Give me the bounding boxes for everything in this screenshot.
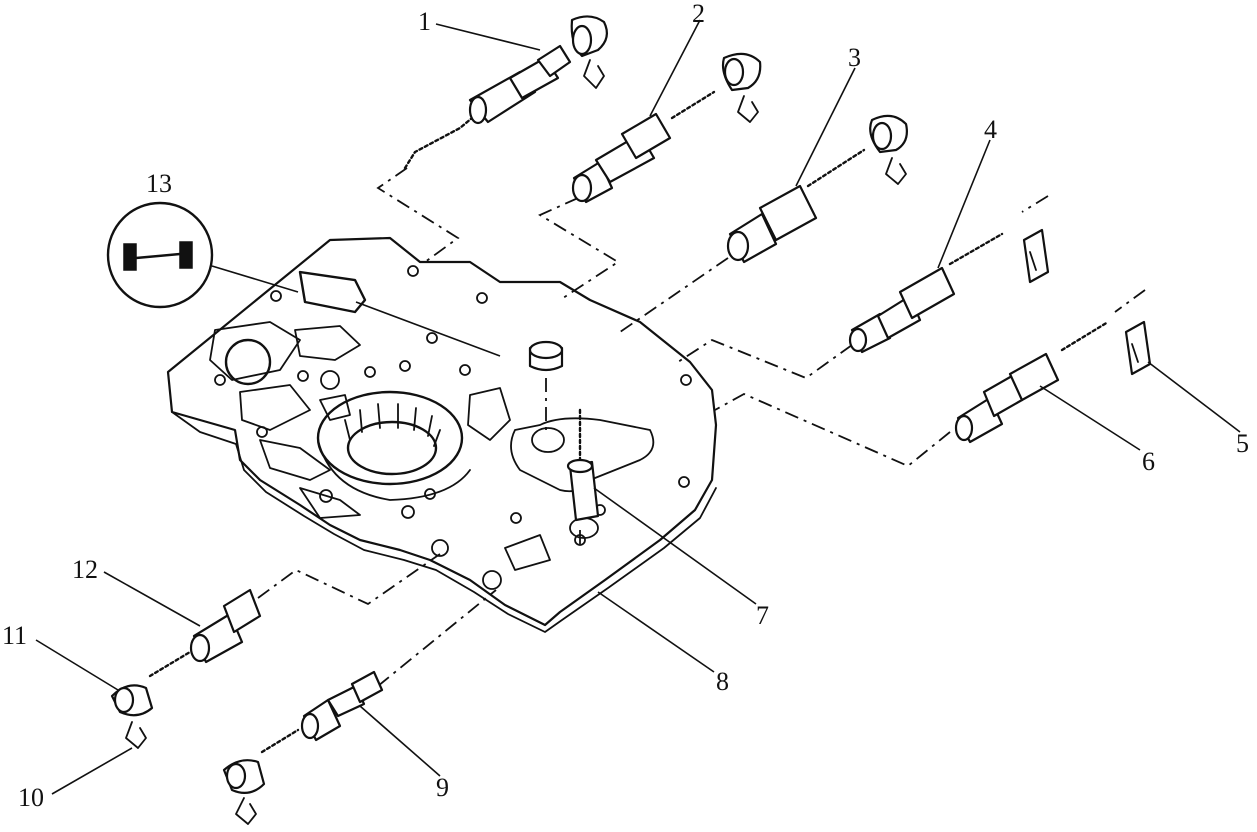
callout-9: 9 <box>436 773 449 802</box>
valve-assembly-1 <box>403 15 609 170</box>
valve-assembly-4 <box>848 228 1050 354</box>
callout-8: 8 <box>716 667 729 696</box>
valve-assembly-7 <box>528 340 600 522</box>
valve-body-plate <box>166 236 718 633</box>
detail-magnifier-13 <box>106 201 299 309</box>
callout-10: 10 <box>18 783 44 812</box>
callout-6: 6 <box>1142 447 1155 476</box>
valve-assembly-2 <box>571 52 762 204</box>
callout-2: 2 <box>692 0 705 28</box>
callout-3: 3 <box>848 43 861 72</box>
valve-assembly-9 <box>222 670 384 825</box>
valve-assembly-12 <box>110 588 262 749</box>
valve-assembly-3 <box>726 114 908 264</box>
valve-assembly-6 <box>954 320 1152 444</box>
callout-13: 13 <box>146 169 172 198</box>
callout-11: 11 <box>2 621 27 650</box>
callout-1: 1 <box>418 7 431 36</box>
callout-12: 12 <box>72 555 98 584</box>
leader-lines <box>35 19 1241 795</box>
callout-4: 4 <box>984 115 997 144</box>
callout-7: 7 <box>756 601 769 630</box>
callout-labels: 1 2 3 4 5 6 7 8 9 10 11 12 13 <box>2 0 1249 812</box>
assembly-axis-lines <box>257 167 1146 687</box>
callout-5: 5 <box>1236 429 1249 458</box>
